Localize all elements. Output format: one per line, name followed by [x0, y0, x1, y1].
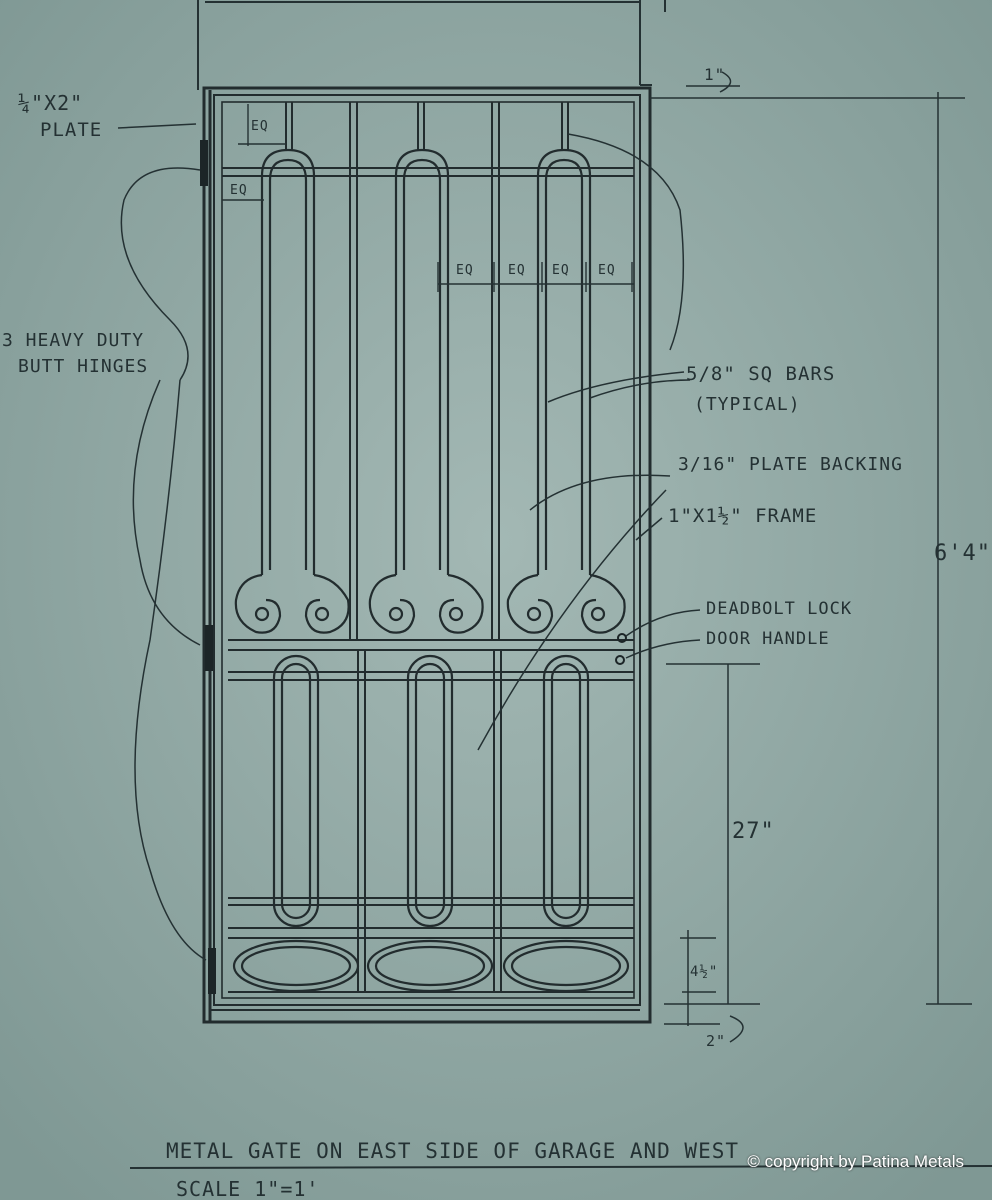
lower-straight-bars	[357, 650, 502, 992]
eq-label-4: EQ	[598, 263, 616, 278]
door-handle-label: DOOR HANDLE	[706, 629, 830, 649]
plate-backing-label: 3/16" PLATE BACKING	[678, 454, 903, 475]
eq-label-3: EQ	[552, 263, 570, 278]
bottom-ovals	[232, 939, 630, 993]
dim-bottom-panel: 4½"	[690, 964, 718, 980]
plate-label: PLATE	[40, 119, 102, 141]
deadbolt-label: DEADBOLT LOCK	[706, 599, 852, 619]
dim-bottom-gap: 2"	[706, 1032, 726, 1050]
plate-size-label: ¼"X2"	[18, 91, 83, 115]
top-plate	[222, 167, 634, 177]
deadbolt-icon	[617, 633, 627, 643]
eq-label-2: EQ	[508, 263, 526, 278]
hinges-label-line2: BUTT HINGES	[18, 356, 148, 377]
eq-label-1: EQ	[456, 263, 474, 278]
labels: ¼"X2" PLATE EQ EQ EQ EQ EQ EQ 3 HEAVY DU…	[2, 65, 991, 1200]
gate-frame	[202, 86, 652, 1024]
wall-opening	[197, 0, 666, 90]
dim-height: 6'4"	[934, 541, 991, 566]
eq-label-side: EQ	[230, 183, 248, 198]
dimension-lines	[650, 71, 972, 1043]
hinges-label-line1: 3 HEAVY DUTY	[2, 330, 144, 351]
lock-and-handle	[615, 633, 627, 665]
frame-label: 1"X1½" FRAME	[668, 505, 817, 527]
upper-straight-bars	[285, 102, 569, 640]
dim-handle-height: 27"	[732, 819, 775, 844]
dim-top-gap: 1"	[704, 65, 725, 84]
mid-rail	[228, 639, 634, 681]
door-handle-icon	[615, 655, 625, 665]
bars-label-line2: (TYPICAL)	[694, 394, 801, 415]
bars-label-line1: 5/8" SQ BARS	[686, 363, 835, 385]
lower-slots	[272, 654, 590, 928]
drawing-scale: SCALE 1"=1'	[176, 1177, 319, 1200]
eq-dimension-lines	[222, 104, 634, 292]
title-block-lines	[129, 1165, 992, 1169]
copyright-watermark: © copyright by Patina Metals	[747, 1152, 964, 1171]
callout-leaders	[117, 123, 701, 961]
drawing-title: METAL GATE ON EAST SIDE OF GARAGE AND WE…	[166, 1139, 739, 1163]
hinges	[200, 140, 216, 994]
eq-label-top: EQ	[251, 119, 269, 134]
upper-scroll-bars	[234, 148, 626, 634]
